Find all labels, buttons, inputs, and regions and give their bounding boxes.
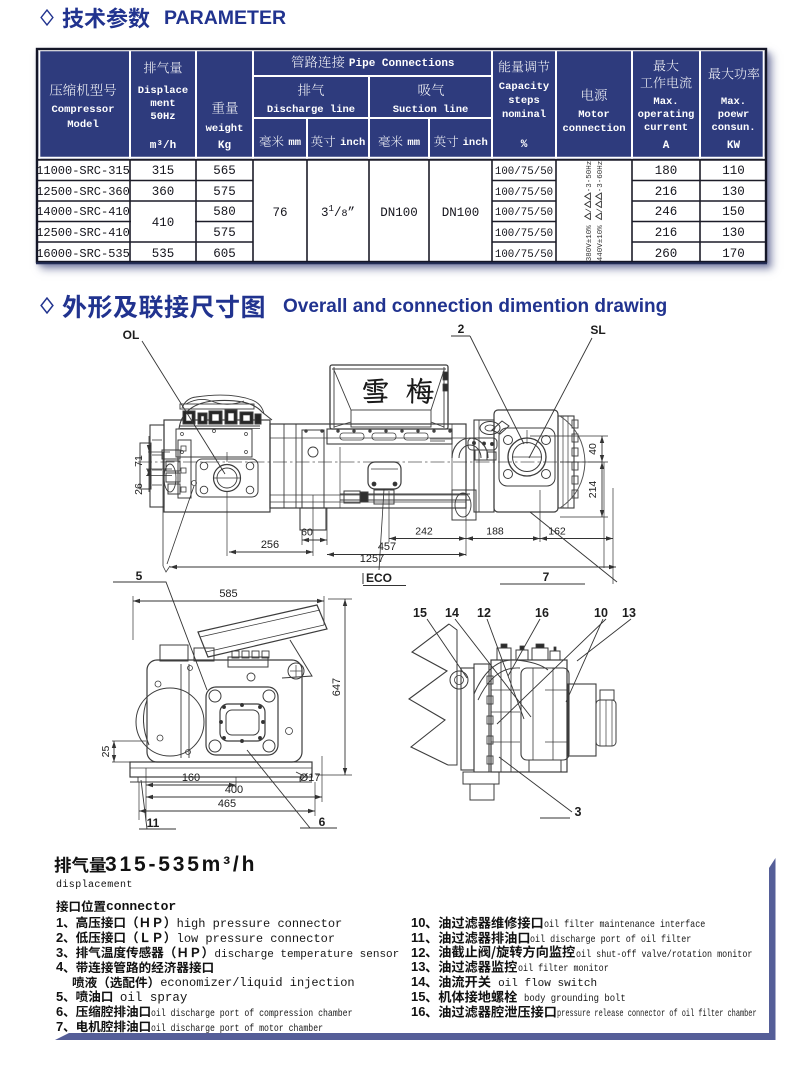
svg-text:162: 162 [548,526,566,538]
svg-text:Ø17: Ø17 [300,772,321,784]
svg-text:465: 465 [218,798,236,810]
svg-text:14: 14 [445,606,459,620]
svg-text:457: 457 [378,541,396,553]
svg-text:25: 25 [100,746,112,758]
svg-text:585: 585 [219,588,237,600]
svg-text:13: 13 [622,606,636,620]
svg-text:OL: OL [123,328,140,342]
svg-text:SL: SL [590,323,605,337]
svg-text:160: 160 [182,772,200,784]
svg-text:647: 647 [331,678,343,696]
svg-text:6: 6 [319,815,326,829]
svg-text:40: 40 [587,443,599,455]
svg-text:11: 11 [147,816,160,830]
svg-text:15: 15 [413,606,427,620]
svg-text:60: 60 [301,527,313,539]
svg-text:5: 5 [136,569,143,583]
svg-text:71: 71 [133,455,145,467]
svg-text:400: 400 [225,784,243,796]
svg-text:ECO: ECO [366,571,392,585]
svg-text:16: 16 [535,606,549,620]
svg-text:7: 7 [543,570,550,584]
svg-text:242: 242 [415,526,433,538]
svg-text:12: 12 [477,606,491,620]
svg-text:10: 10 [594,606,608,620]
svg-text:1257: 1257 [360,553,384,565]
svg-text:3: 3 [575,805,582,819]
svg-text:2: 2 [458,322,465,336]
svg-text:256: 256 [261,539,279,551]
svg-text:214: 214 [587,481,599,499]
svg-text:188: 188 [486,526,504,538]
svg-text:26: 26 [133,483,145,495]
